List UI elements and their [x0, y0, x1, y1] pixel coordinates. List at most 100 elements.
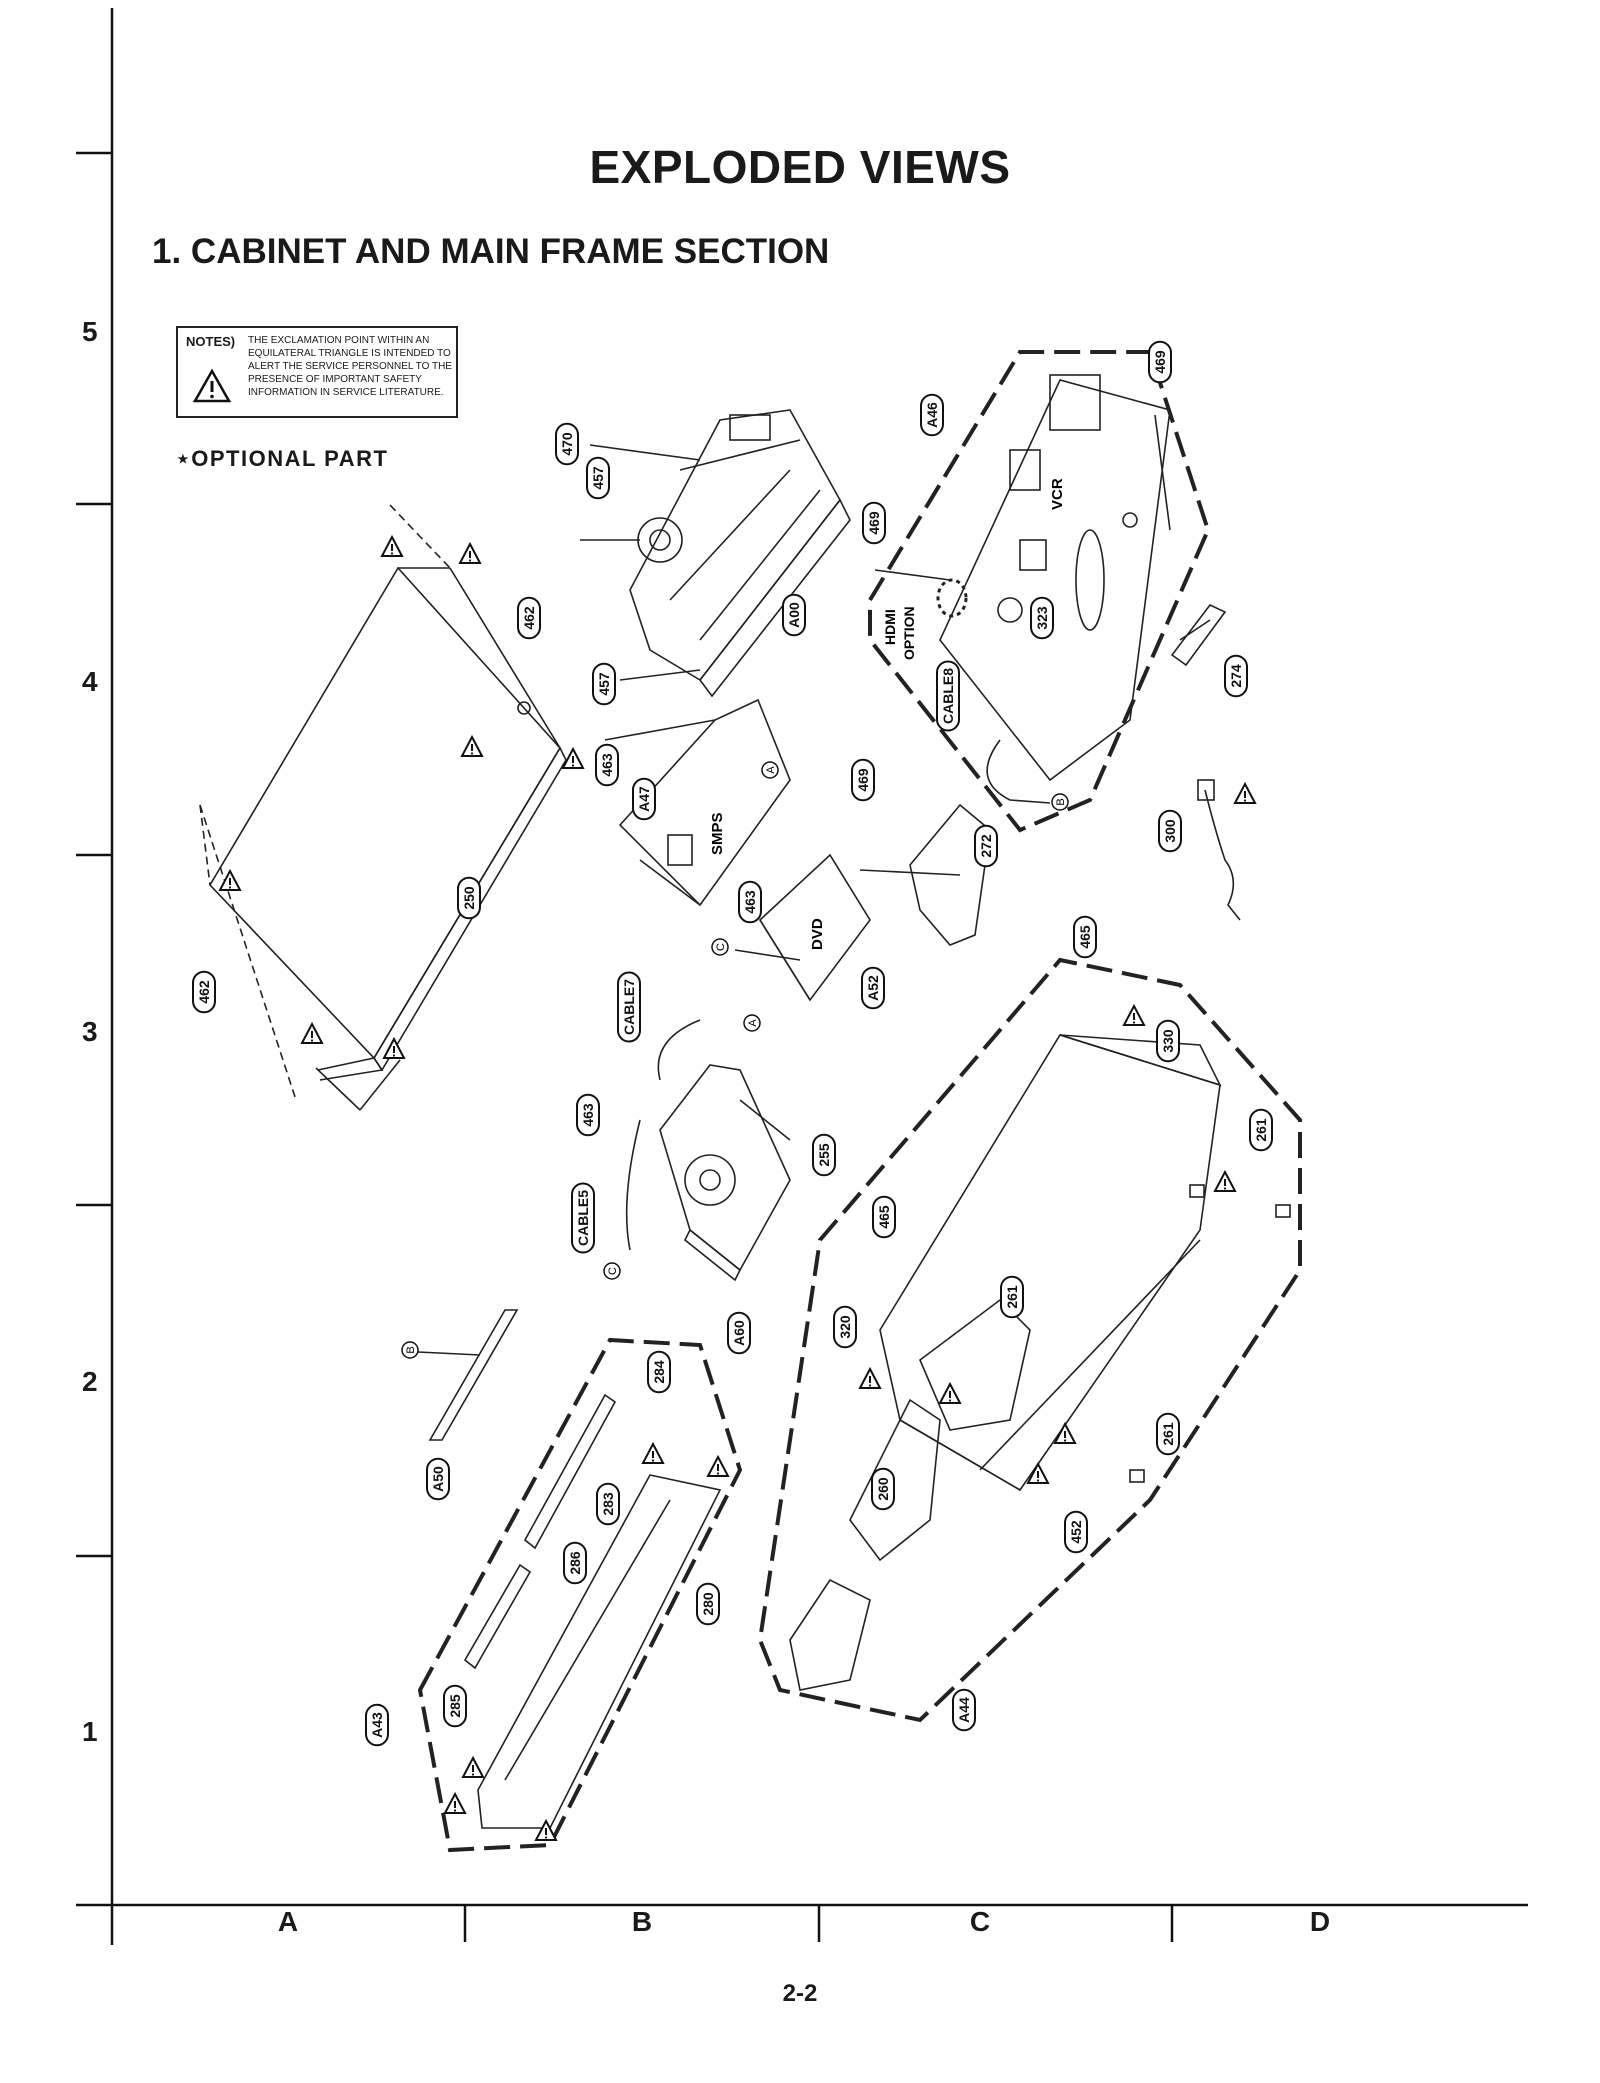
callout-465-19: 465: [1073, 915, 1097, 959]
callout-457-2: 457: [592, 662, 616, 706]
notes-label: NOTES): [186, 334, 236, 349]
svg-text:286: 286: [567, 1551, 583, 1575]
callout-cable5-26: CABLE5: [571, 1182, 595, 1254]
svg-text:469: 469: [855, 768, 871, 792]
col-label-d: D: [1309, 1906, 1331, 1937]
connector-marker-b: B: [1051, 793, 1069, 811]
callout-a47-11: A47: [632, 777, 656, 821]
svg-text:452: 452: [1068, 1520, 1084, 1544]
callout-320-30: 320: [833, 1305, 857, 1349]
page-title: EXPLODED VIEWS: [589, 141, 1011, 193]
svg-text:A44: A44: [956, 1697, 972, 1723]
vcr-board-a46: [868, 350, 1211, 833]
callout-250-16: 250: [457, 876, 481, 920]
svg-text:261: 261: [1004, 1285, 1020, 1309]
svg-text:300: 300: [1162, 819, 1178, 843]
svg-text:261: 261: [1253, 1118, 1269, 1142]
notes-box: NOTES) THE EXCLAMATION POINT WITHIN AN E…: [176, 326, 458, 418]
connector-marker-a: A: [761, 761, 779, 779]
svg-text:C: C: [715, 943, 727, 951]
callout-286-36: 286: [563, 1541, 587, 1585]
svg-text:B: B: [1055, 798, 1067, 805]
callout-261-25: 261: [1249, 1108, 1273, 1152]
callout-274-8: 274: [1224, 654, 1248, 698]
connector-marker-c: C: [603, 1262, 621, 1280]
callout-272-14: 272: [974, 824, 998, 868]
col-label-c: C: [969, 1906, 991, 1937]
callout-462-20: 462: [192, 970, 216, 1014]
svg-text:465: 465: [1077, 925, 1093, 949]
callout-260-35: 260: [871, 1467, 895, 1511]
svg-text:250: 250: [461, 886, 477, 910]
grid-frame: [76, 8, 1528, 1945]
callout-a52-18: A52: [861, 966, 885, 1010]
option-label: OPTION: [901, 606, 917, 660]
callout-280-38: 280: [696, 1582, 720, 1626]
callout-465-27: 465: [872, 1195, 896, 1239]
page-number: 2-2: [782, 1980, 818, 2007]
callout-463-17: 463: [738, 880, 762, 924]
top-cover-250: [199, 504, 567, 1111]
callout-469-4: 469: [862, 501, 886, 545]
svg-text:284: 284: [651, 1360, 667, 1384]
connector-274: [1170, 604, 1227, 667]
svg-text:A: A: [765, 766, 777, 774]
row-label-1: 1: [82, 1716, 98, 1747]
callout-330-22: 330: [1156, 1019, 1180, 1063]
callout-463-23: 463: [576, 1093, 600, 1137]
svg-text:255: 255: [816, 1143, 832, 1167]
notes-text: THE EXCLAMATION POINT WITHIN AN EQUILATE…: [248, 335, 452, 398]
row-label-4: 4: [82, 666, 98, 697]
dvd-loader-a60: [625, 1019, 791, 1282]
svg-text:285: 285: [447, 1694, 463, 1718]
svg-text:A46: A46: [924, 402, 940, 428]
callout-261-29: 261: [1000, 1275, 1024, 1319]
svg-text:463: 463: [580, 1103, 596, 1127]
callout-469-6: 469: [1148, 340, 1172, 384]
callout-452-37: 452: [1064, 1510, 1088, 1554]
callout-470-0: 470: [555, 422, 579, 466]
svg-text:A: A: [747, 1019, 759, 1027]
svg-text:462: 462: [196, 980, 212, 1004]
svg-text:469: 469: [866, 511, 882, 535]
hdmi-label: HDMI: [882, 609, 898, 645]
part-callouts: 470457457A00469A46469323274CABLE8462A474…: [192, 340, 1273, 1747]
main-frame-a44: [757, 957, 1302, 1723]
col-label-b: B: [631, 1906, 653, 1937]
smps-board-a47: [604, 698, 791, 907]
vcr-board-label: VCR: [1049, 478, 1066, 510]
callout-cable8-9: CABLE8: [936, 660, 960, 732]
svg-text:260: 260: [875, 1477, 891, 1501]
deck-mechanism-a00: [580, 409, 851, 698]
callout-255-24: 255: [812, 1133, 836, 1177]
svg-text:B: B: [405, 1346, 417, 1353]
svg-text:280: 280: [700, 1592, 716, 1616]
svg-text:463: 463: [599, 753, 615, 777]
connector-marker-c: C: [711, 938, 729, 956]
svg-text:457: 457: [590, 466, 606, 490]
power-cord-300: [1197, 779, 1241, 921]
section-title: 1. CABINET AND MAIN FRAME SECTION: [152, 232, 830, 271]
callout-a44-41: A44: [952, 1688, 976, 1732]
callout-a00-3: A00: [782, 593, 806, 637]
svg-text:A50: A50: [430, 1466, 446, 1492]
board-labels: VCR HDMI OPTION SMPS DVD: [709, 478, 1066, 950]
callout-261-33: 261: [1156, 1412, 1180, 1456]
svg-text:C: C: [607, 1267, 619, 1275]
svg-text:463: 463: [742, 890, 758, 914]
row-label-3: 3: [82, 1016, 98, 1047]
dvd-board-label: DVD: [809, 918, 826, 950]
connector-marker-a: A: [743, 1014, 761, 1032]
callout-283-34: 283: [596, 1482, 620, 1526]
svg-text:A60: A60: [731, 1320, 747, 1346]
col-label-a: A: [277, 1906, 299, 1937]
callout-323-7: 323: [1030, 596, 1054, 640]
bracket-a50: [417, 1309, 519, 1441]
front-panel-a43: [417, 1337, 743, 1853]
svg-text:470: 470: [559, 432, 575, 456]
svg-text:283: 283: [600, 1492, 616, 1516]
row-label-2: 2: [82, 1366, 98, 1397]
svg-text:A47: A47: [636, 786, 652, 812]
callout-a43-39: A43: [365, 1703, 389, 1747]
